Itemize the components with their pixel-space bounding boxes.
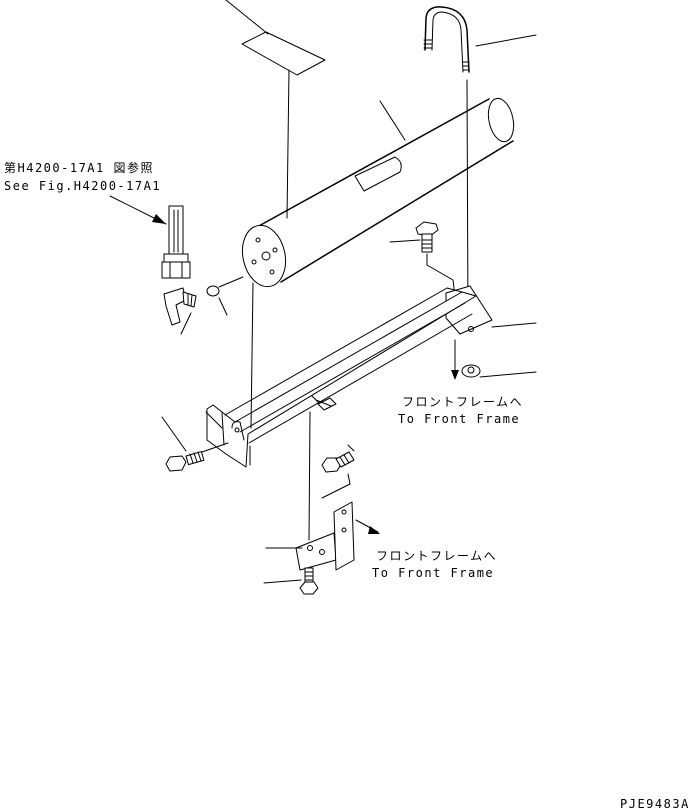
front-frame-note-jp-2: フロントフレームへ: [376, 549, 497, 563]
mounting-tray: [205, 282, 477, 468]
receiver-drier-tank: [241, 97, 515, 288]
mounting-bolt-top: [389, 221, 456, 297]
reference-note-en: See Fig.H4200-17A1: [4, 179, 161, 193]
nut: [461, 364, 537, 378]
front-frame-note-jp-1: フロントフレームへ: [402, 395, 523, 409]
bolt-left: [161, 416, 229, 472]
hose-fitting: [109, 195, 191, 279]
front-frame-note-en-1: To Front Frame: [398, 412, 520, 426]
reference-note-jp: 第H4200-17A1 図参照: [4, 160, 154, 175]
o-ring: [206, 276, 244, 316]
bolt-lower: [263, 567, 319, 595]
front-frame-note-en-2: To Front Frame: [372, 566, 494, 580]
lower-bracket: [265, 411, 380, 571]
u-bolt: [423, 6, 537, 323]
label-plate: [225, 0, 326, 219]
elbow-fitting: [163, 287, 197, 335]
bolt-center: [321, 444, 355, 499]
drawing-code: PJE9483A: [620, 797, 690, 811]
